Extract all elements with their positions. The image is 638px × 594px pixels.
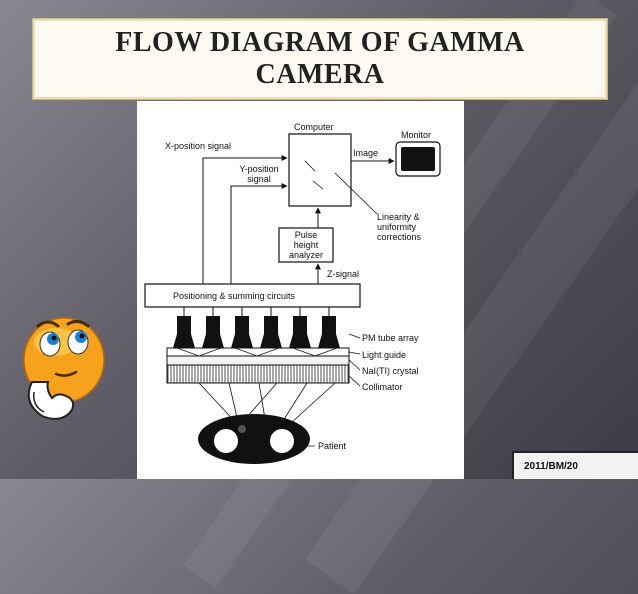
linearity-pointer: [334, 172, 378, 215]
slide-id-tag: 2011/BM/20: [512, 451, 638, 479]
image-label: Image: [353, 148, 379, 158]
pha-label-line-3: analyzer: [288, 250, 324, 260]
x-position-line: [202, 155, 288, 284]
collimator-label: Collimator: [362, 382, 403, 392]
computer-arrow-1: [304, 160, 316, 172]
computer-box: [288, 133, 352, 207]
monitor-label: Monitor: [401, 130, 432, 140]
computer-arrow-2: [312, 180, 324, 190]
x-position-signal-label: X-position signal: [165, 141, 232, 151]
nai-crystal-label: NaI(TI) crystal: [362, 366, 419, 376]
patient-label: Patient: [318, 441, 347, 451]
slide-title-line-1: FLOW DIAGRAM OF GAMMA: [115, 27, 525, 58]
slide-title: FLOW DIAGRAM OF GAMMA CAMERA: [33, 19, 607, 91]
light-guide-label: Light guide: [362, 350, 407, 360]
pm-tube-connectors: [183, 307, 330, 316]
y-position-line: [230, 183, 288, 284]
pha-label-line-2: height: [293, 240, 319, 250]
slide-title-line-2: CAMERA: [255, 59, 385, 90]
monitor-screen: [401, 147, 435, 171]
pm-tube-array-label: PM tube array: [362, 333, 419, 343]
y-position-label-line-2: signal: [247, 174, 271, 184]
pha-label: Pulse height analyzer: [279, 230, 333, 260]
y-position-label-line-1: Y-position: [239, 164, 279, 174]
positioning-circuits-box: [144, 283, 361, 308]
component-pointers: [295, 333, 361, 447]
patient-organ-left: [214, 429, 238, 453]
title-box: FLOW DIAGRAM OF GAMMA CAMERA: [32, 18, 608, 100]
positioning-circuits-label: Positioning & summing circuits: [173, 291, 296, 301]
collimator: [166, 364, 350, 384]
nai-crystal: [166, 355, 350, 366]
z-signal-label: Z-signal: [327, 269, 360, 279]
y-position-label: Y-position signal: [233, 164, 285, 184]
pha-box: [278, 227, 334, 263]
gamma-camera-diagram: Computer Monitor X-position signal Image…: [137, 101, 464, 479]
light-guide: [166, 347, 350, 357]
pha-label-line-1: Pulse: [294, 230, 318, 240]
computer-label: Computer: [294, 122, 334, 132]
pm-tube-array: [173, 316, 340, 348]
patient-source-spot: [238, 425, 246, 433]
linearity-label-line-1: Linearity &: [377, 212, 420, 222]
linearity-label-line-3: corrections: [377, 232, 422, 242]
linearity-label: Linearity & uniformity corrections: [377, 212, 421, 242]
thinking-smiley-icon: [23, 317, 105, 420]
diagram-drawing: [144, 133, 441, 464]
patient-organ-right: [270, 429, 294, 453]
linearity-label-line-2: uniformity: [377, 222, 417, 232]
